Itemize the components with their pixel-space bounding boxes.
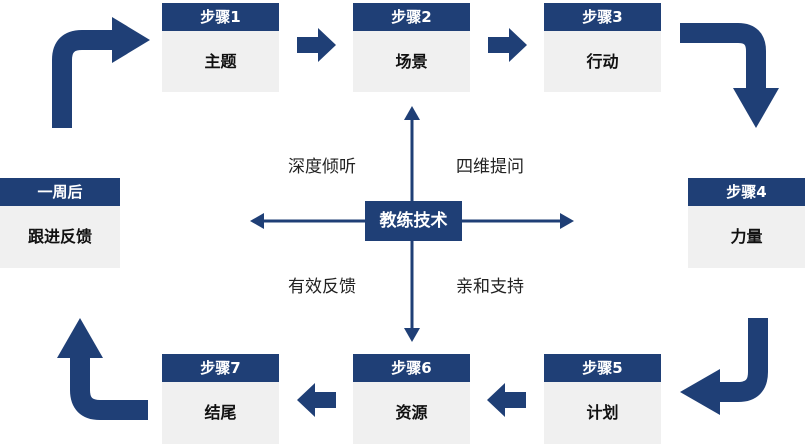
arrow-step2-to-step3 <box>488 28 527 62</box>
step-card-2: 步骤2 场景 <box>353 3 470 92</box>
followup-label: 跟进反馈 <box>27 227 92 246</box>
cross-arrow-left <box>250 213 264 229</box>
cross-arrow-up <box>404 106 420 120</box>
coaching-technique-box: 教练技术 <box>365 201 462 241</box>
arrow-step1-to-step2 <box>297 28 336 62</box>
step-label: 行动 <box>586 52 619 71</box>
arrow-step4-to-step5 <box>720 318 768 402</box>
quadrant-top-left: 深度倾听 <box>288 157 356 177</box>
step-card-4: 步骤4 力量 <box>688 178 805 268</box>
step-label: 计划 <box>586 403 619 422</box>
step-header: 步骤4 <box>688 178 805 206</box>
step-card-6: 步骤6 资源 <box>353 354 470 444</box>
step-label: 结尾 <box>204 403 237 422</box>
step-header: 步骤1 <box>162 3 279 31</box>
quadrant-top-right: 四维提问 <box>456 157 524 177</box>
arrow-followup-to-step1 <box>52 30 112 128</box>
step-header: 步骤2 <box>353 3 470 31</box>
step-label: 力量 <box>730 227 763 246</box>
step-card-1: 步骤1 主题 <box>162 3 279 92</box>
followup-card: 一周后 跟进反馈 <box>0 178 120 268</box>
quadrant-bottom-right: 亲和支持 <box>456 277 524 297</box>
step-label: 主题 <box>204 52 237 71</box>
step-card-5: 步骤5 计划 <box>544 354 661 444</box>
step-header: 步骤5 <box>544 354 661 382</box>
step-label: 资源 <box>395 403 428 422</box>
step-card-3: 步骤3 行动 <box>544 3 661 92</box>
step-header: 步骤6 <box>353 354 470 382</box>
step-header: 步骤7 <box>162 354 279 382</box>
cross-arrow-right <box>560 213 574 229</box>
cross-arrow-down <box>404 328 420 342</box>
step-header: 步骤3 <box>544 3 661 31</box>
arrow-step6-to-step7 <box>297 383 336 417</box>
quadrant-bottom-left: 有效反馈 <box>288 277 356 297</box>
step-label: 场景 <box>395 52 428 71</box>
step-card-7: 步骤7 结尾 <box>162 354 279 444</box>
arrow-step7-to-followup <box>70 358 148 420</box>
arrow-step3-to-step4 <box>680 23 766 88</box>
followup-header: 一周后 <box>0 178 120 206</box>
arrow-step5-to-step6 <box>487 383 526 417</box>
